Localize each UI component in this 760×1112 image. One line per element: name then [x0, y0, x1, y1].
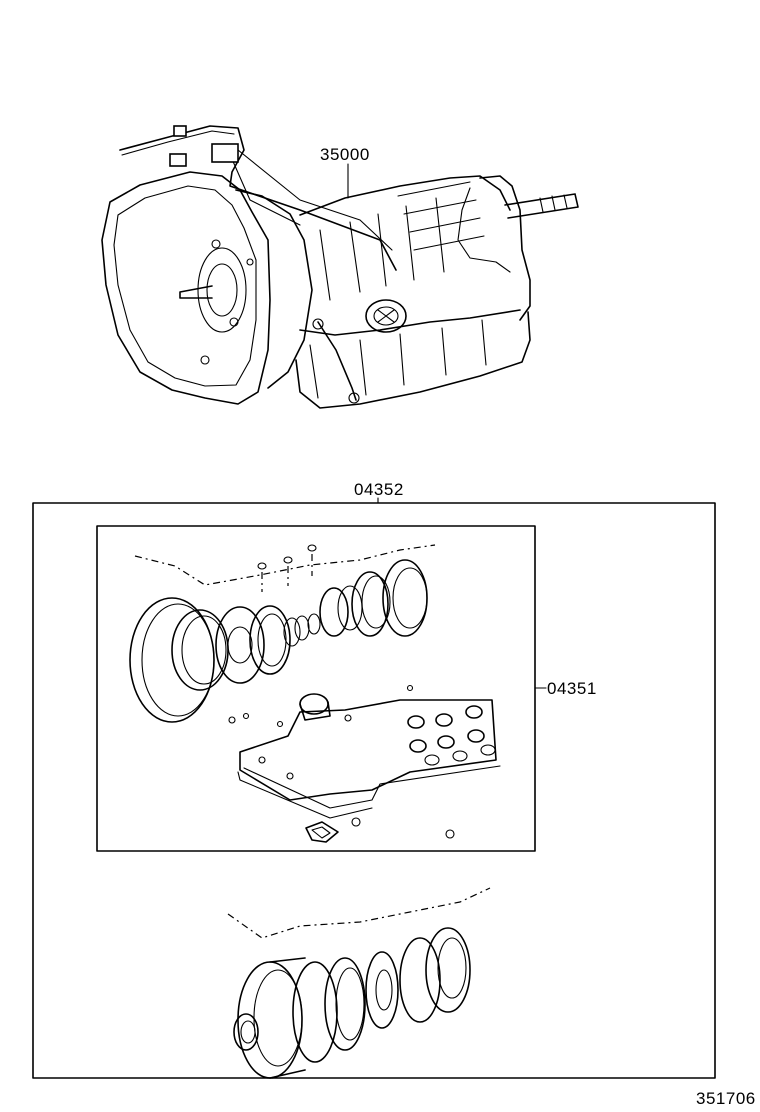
- gasket-kit-part-number: 04351: [547, 679, 597, 698]
- transmission-assembly-drawing: [101, 125, 579, 409]
- overhaul-kit-part-number: 04352: [354, 480, 404, 499]
- gasket-kit-drawing: [129, 544, 501, 843]
- transmission-assembly-part-number: 35000: [320, 145, 370, 164]
- seal-parts-drawing: [227, 887, 491, 1079]
- diagram-id: 351706: [696, 1089, 756, 1108]
- gasket-kit-box: [96, 525, 536, 852]
- overhaul-kit-box: [32, 502, 716, 1079]
